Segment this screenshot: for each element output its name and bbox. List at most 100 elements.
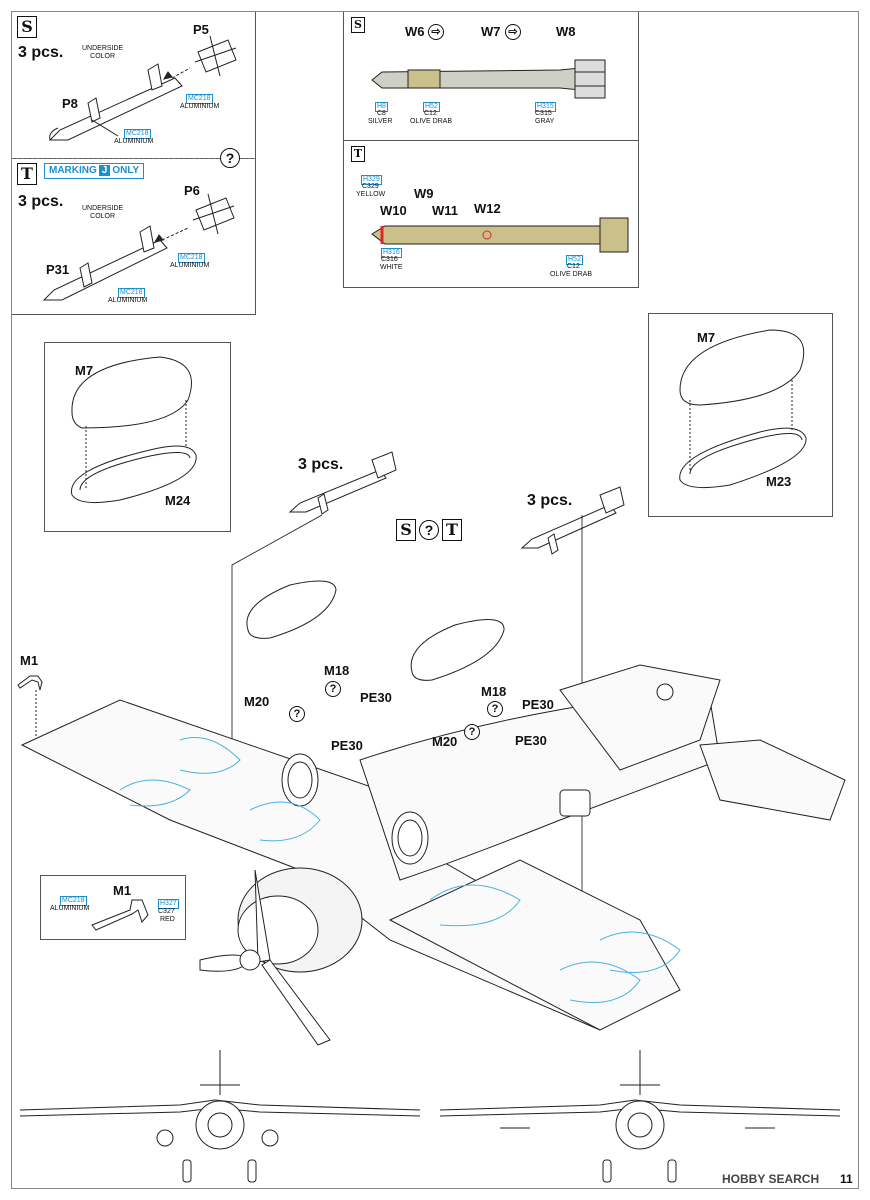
part-m18-label: M18: [481, 684, 507, 699]
color-code-callout: MC218: [124, 129, 151, 139]
color-name-label: OLIVE DRAB: [410, 118, 453, 125]
marking-label: MARKING: [49, 165, 97, 176]
part-m7-label: M7: [75, 363, 94, 378]
rocket-main-left: [288, 451, 397, 515]
rocket-fin-p5: [194, 35, 237, 77]
optional-question-icon: ?: [289, 706, 305, 722]
drop-tank-right: [410, 619, 505, 681]
color-name-label: SILVER: [368, 118, 393, 125]
rocket-main-right: [520, 486, 625, 555]
color-name-label: RED: [160, 916, 175, 923]
inset-right-frame: [648, 313, 833, 517]
part-m1-label: M1: [20, 653, 39, 668]
part-pe30-label: PE30: [331, 738, 363, 753]
option-t-box: T: [17, 163, 37, 185]
decal-w6-label: W6: [405, 24, 425, 39]
color-name-label: WHITE: [380, 264, 403, 271]
rocket-p31: [42, 225, 168, 301]
option-t-box: T: [351, 146, 365, 162]
part-pe30-label: PE30: [522, 697, 554, 712]
color-name-label: ALUMINIUM: [50, 905, 90, 912]
part-m7-label: M7: [697, 330, 716, 345]
part-m20-label: M20: [432, 734, 458, 749]
option-s-box: S: [17, 16, 37, 38]
color-code-callout: H8: [375, 102, 388, 112]
optional-question-icon: ?: [325, 681, 341, 697]
color-name-label: OLIVE DRAB: [550, 271, 593, 278]
optional-question-icon: ?: [464, 724, 480, 740]
bomb-t: [371, 217, 629, 253]
drop-tank-left: [246, 580, 337, 639]
decal-w7-label: W7: [481, 24, 501, 39]
part-p31-label: P31: [46, 262, 70, 277]
watermark: HOBBY SEARCH: [722, 1172, 820, 1186]
part-m1-label: M1: [113, 883, 132, 898]
aircraft-main: [20, 664, 846, 1046]
color-c-code: C327: [158, 908, 175, 915]
part-p8-label: P8: [62, 96, 78, 111]
rocket-p8: [48, 63, 183, 141]
color-name-label: ALUMINIUM: [114, 138, 154, 145]
marking-letter: J: [98, 165, 111, 176]
part-p6-label: P6: [184, 183, 200, 198]
decal-w11-label: W11: [432, 203, 459, 218]
color-c-code: C12: [567, 263, 580, 270]
color-c-code: C12: [424, 110, 437, 117]
color-code-callout: MC218: [60, 896, 87, 906]
decal-direction-icon: ⇨: [505, 24, 521, 40]
optional-question-icon: ?: [220, 148, 240, 168]
option-s-box: S: [351, 17, 365, 33]
quantity-label: 3 pcs.: [527, 492, 573, 509]
canopy-m7-right: [679, 329, 807, 489]
color-code-callout: H315: [535, 102, 556, 112]
underside-color-note: UNDERSIDE COLOR: [82, 45, 124, 60]
color-code-callout: MC218: [118, 288, 145, 298]
part-pe30-label: PE30: [360, 690, 392, 705]
color-code-callout: MC218: [178, 253, 205, 263]
part-p5-label: P5: [193, 22, 209, 37]
option-s-box: S: [396, 519, 416, 541]
color-name-label: GRAY: [535, 118, 555, 125]
front-view-left: [19, 1050, 421, 1183]
color-name-label: ALUMINIUM: [108, 297, 148, 304]
color-c-code: C329: [362, 183, 379, 190]
decal-w9-label: W9: [414, 186, 434, 201]
optional-question-icon: ?: [419, 520, 439, 540]
color-name-label: ALUMINIUM: [180, 103, 220, 110]
color-code-callout: H327: [158, 899, 179, 909]
optional-question-icon: ?: [487, 701, 503, 717]
color-c-code: C316: [381, 256, 398, 263]
color-name-label: ALUMINIUM: [170, 262, 210, 269]
part-m18-label: M18: [324, 663, 350, 678]
rocket-rails-guide: [119, 737, 681, 1003]
inset-left-frame: [44, 342, 231, 532]
rocket-fin-p6: [192, 193, 235, 235]
marking-only: ONLY: [112, 165, 140, 176]
page-number: 11: [840, 1172, 853, 1186]
part-m20-label: M20: [244, 694, 270, 709]
quantity-label: 3 pcs.: [298, 456, 344, 473]
bomb-s: [371, 59, 606, 99]
part-m1-detail: [91, 899, 149, 931]
color-code-callout: H52: [566, 255, 583, 265]
color-c-code: C315: [535, 110, 552, 117]
part-pe30-label: PE30: [515, 733, 547, 748]
decal-w10-label: W10: [380, 203, 407, 218]
decal-w12-label: W12: [474, 201, 501, 216]
canopy-m7-left: [70, 356, 197, 504]
color-c-code: C8: [377, 110, 386, 117]
m1-inset-frame: [40, 875, 186, 940]
color-code-callout: MC218: [186, 94, 213, 104]
decal-w8-label: W8: [556, 24, 576, 39]
quantity-label: 3 pcs.: [18, 44, 64, 61]
option-t-box: T: [442, 519, 462, 541]
part-m23-label: M23: [766, 474, 792, 489]
decal-direction-icon: ⇨: [428, 24, 444, 40]
color-name-label: YELLOW: [356, 191, 386, 198]
panel-t-right-frame: [343, 140, 639, 288]
quantity-label: 3 pcs.: [18, 193, 64, 210]
main-frame: [11, 11, 859, 1189]
underside-color-note: UNDERSIDE COLOR: [82, 205, 124, 220]
